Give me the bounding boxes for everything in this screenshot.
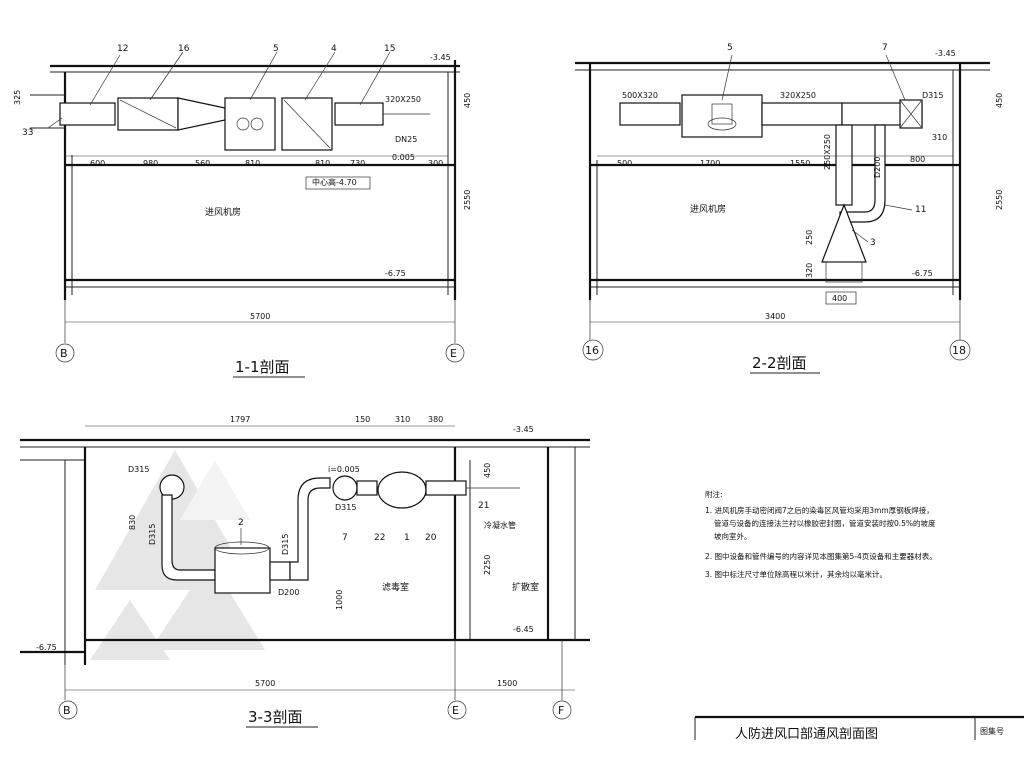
callout-22: 22 [374,533,385,543]
axis-e: E [450,347,457,360]
callout-33: 33 [22,128,33,138]
section-title: 3-3剖面 [248,708,303,726]
room-label: 进风机房 [690,203,726,215]
axis-16: 16 [585,344,599,357]
dim-height-main: 2550 [463,190,472,210]
elevation-top: -3.45 [935,49,956,58]
callout-15: 15 [384,44,395,54]
note-line-3: 坡向室外。 [714,531,752,541]
overall-dim: 3400 [765,312,785,321]
title-block: 人防进风口部通风剖面图 图集号 [694,715,1024,742]
dim-1700: 1700 [700,159,720,168]
slope-label: 0.005 [392,153,415,162]
dim-400: 400 [832,294,847,303]
callout-5: 5 [273,44,279,54]
dim-height-left: 325 [13,90,22,105]
water-pipe-label: 冷凝水管 [484,520,516,530]
dim-height-top: 450 [463,93,472,108]
callout-2: 2 [238,518,244,528]
room-diffusion: 扩散室 [512,581,539,593]
dim-560: 560 [195,159,210,168]
elevation-bottom: -6.75 [912,269,933,278]
slope-label: i=0.005 [328,465,360,474]
callout-7: 7 [882,43,888,53]
dim-800: 800 [910,155,925,164]
callout-7: 7 [342,533,348,543]
dim-600: 600 [90,159,105,168]
section-3-3: D315 D315 D315 D315 D200 i=0.005 2 7 22 … [20,415,590,728]
d315-a: D315 [128,465,149,474]
callout-5: 5 [727,43,733,53]
dim-730: 730 [350,159,365,168]
dim-250: 250 [805,230,814,245]
dim-1550: 1550 [790,159,810,168]
d200-label: D200 [873,157,882,178]
dim-height-top: 450 [995,93,1004,108]
dim-310: 310 [932,133,947,142]
callout-16: 16 [178,44,190,54]
d315-d: D315 [335,503,356,512]
overall-dim: 5700 [250,312,270,321]
drawing-title: 人防进风口部通风剖面图 [735,726,878,742]
axis-b: B [63,704,71,717]
overall-right: 1500 [497,679,517,688]
d315-label: D315 [922,91,943,100]
dim-height-main: 2550 [995,190,1004,210]
dim-450: 450 [483,463,492,478]
pipe-label: DN25 [395,135,417,144]
section-title: 2-2剖面 [752,354,807,372]
section-2-2: 5 7 11 3 -3.45 500X320 320X250 D315 250X… [575,43,1004,374]
callout-12: 12 [117,44,128,54]
notes-heading: 附注: [705,489,723,499]
dim-320: 320 [805,263,814,278]
overall-left: 5700 [255,679,275,688]
dim-150: 150 [355,415,370,424]
axis-18: 18 [952,344,966,357]
axis-e: E [452,704,459,717]
room-filter: 滤毒室 [382,581,409,593]
callout-1: 1 [404,533,410,543]
notes-block: 附注: 1. 进风机房手动密闭阀7之后的染毒区风管均采用3mm厚钢板焊接， 管道… [705,489,937,579]
dim-1797: 1797 [230,415,250,424]
room-label: 进风机房 [205,206,241,218]
center-elevation: 中心高-4.70 [312,177,357,187]
dim-810a: 810 [245,159,260,168]
callout-4: 4 [331,44,337,54]
axis-b: B [60,347,68,360]
dim-500: 500 [617,159,632,168]
elevation-bottom: -6.75 [385,269,406,278]
duct-vert-size: 250X250 [823,134,832,170]
callout-20: 20 [425,533,437,543]
duct-size-label: 320X250 [385,95,421,104]
elevation-top: -3.45 [430,53,451,62]
dim-300: 300 [428,159,443,168]
elevation-top: -3.45 [513,425,534,434]
d315-b: D315 [148,524,157,545]
dim-380: 380 [428,415,443,424]
elevation-bottom-left: -6.75 [36,643,57,652]
d200-label: D200 [278,588,299,597]
dim-2250: 2250 [483,555,492,575]
dim-810b: 810 [315,159,330,168]
section-title: 1-1剖面 [235,358,290,376]
callout-3: 3 [870,238,876,248]
duct-left-size: 500X320 [622,91,658,100]
dim-980: 980 [143,159,158,168]
note-line-2: 管道与设备的连接法兰衬以橡胶密封圈，管道安装时按0.5%的坡度 [714,518,936,528]
note-line-5: 3. 图中标注尺寸单位除高程以米计，其余均以毫米计。 [705,569,887,579]
atlas-number: 图集号 [980,726,1004,736]
dim-830: 830 [128,515,137,530]
section-1-1: 12 16 5 4 15 33 -3.45 320X250 DN25 0.005… [13,44,472,378]
callout-11: 11 [915,205,926,215]
duct-right-size: 320X250 [780,91,816,100]
d315-c: D315 [281,534,290,555]
dim-310: 310 [395,415,410,424]
callout-21: 21 [478,501,489,511]
note-line-1: 1. 进风机房手动密闭阀7之后的染毒区风管均采用3mm厚钢板焊接， [705,505,934,515]
axis-f: F [558,704,564,717]
dim-1000: 1000 [335,590,344,610]
elevation-bottom-right: -6.45 [513,625,534,634]
note-line-4: 2. 图中设备和管件编号的内容详见本图集第5-4页设备和主要器材表。 [705,551,937,561]
